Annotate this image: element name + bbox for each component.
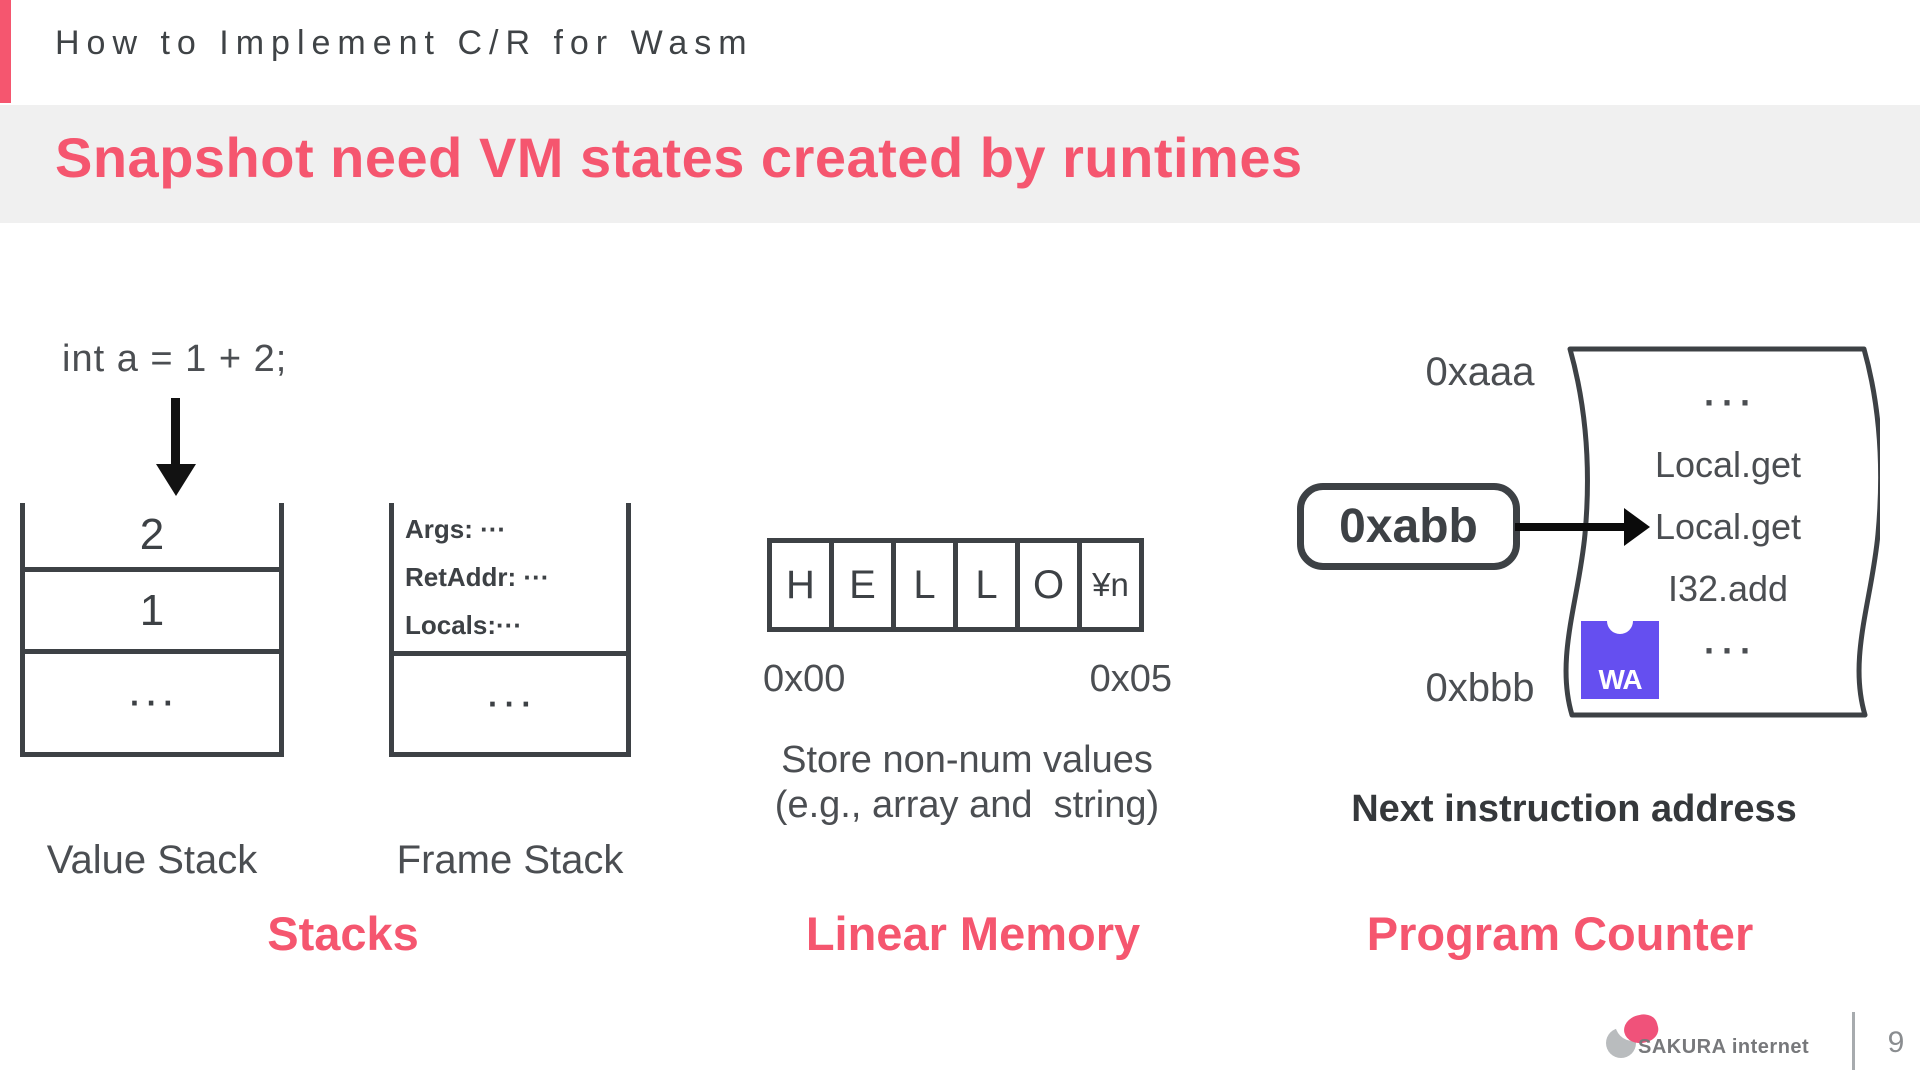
memory-cell: L (953, 538, 1020, 632)
frame-stack-field-locals: Locals:··· (405, 610, 522, 640)
instruction-ellipsis: ··· (1704, 630, 1758, 671)
webassembly-logo-text: WA (1598, 664, 1642, 695)
memory-address-start: 0x00 (763, 658, 846, 700)
value-stack-cell: 1 (25, 572, 279, 654)
slide-header-title: How to Implement C/R for Wasm (55, 24, 754, 62)
down-arrow-head-icon (156, 464, 196, 496)
frame-stack-field-args: Args: ··· (405, 514, 507, 544)
frame-stack-label: Frame Stack (396, 838, 624, 882)
title-band: Snapshot need VM states created by runti… (0, 105, 1920, 223)
instruction-ellipsis: ··· (1704, 382, 1758, 423)
frame-stack: Args: ··· RetAddr: ··· Locals:··· ··· (389, 503, 631, 757)
pc-address-top: 0xaaa (1425, 350, 1535, 394)
pc-arrow-icon (1515, 523, 1627, 531)
sakura-internet-logo-icon (1606, 1005, 1662, 1062)
footer-divider (1852, 1012, 1855, 1070)
section-label-program-counter: Program Counter (1366, 907, 1754, 960)
value-stack-cell-ellipsis: ··· (130, 684, 180, 721)
memory-caption-line1: Store non-num values (781, 739, 1153, 781)
section-label-stacks: Stacks (267, 907, 419, 960)
value-stack: 2 1 ··· (20, 503, 284, 757)
section-label-linear-memory: Linear Memory (805, 907, 1141, 960)
memory-cell: O (1015, 538, 1082, 632)
webassembly-logo-icon: WA (1581, 608, 1659, 699)
webassembly-logo-notch (1607, 608, 1633, 634)
instruction: I32.add (1667, 568, 1789, 609)
value-stack-label: Value Stack (46, 838, 258, 882)
memory-caption: Store non-num values(e.g., array and str… (742, 738, 1192, 828)
memory-address-end: 0x05 (1089, 658, 1172, 700)
brand-text: SAKURA internet (1638, 1036, 1810, 1058)
linear-memory-row: H E L L O ¥n (767, 538, 1144, 632)
memory-caption-line2: (e.g., array and string) (774, 784, 1160, 826)
frame-stack-field-retaddr: RetAddr: ··· (405, 562, 550, 592)
pc-arrow-head-icon (1624, 508, 1650, 546)
pc-caption: Next instruction address (1351, 788, 1797, 830)
frame-stack-cell-ellipsis: ··· (488, 685, 538, 722)
pc-value-box: 0xabb (1297, 483, 1520, 570)
memory-cell: H (767, 538, 834, 632)
code-snippet: int a = 1 + 2; (62, 338, 288, 380)
value-stack-cell: 2 (25, 503, 279, 572)
page-number: 9 (1887, 1026, 1905, 1059)
memory-cell-newline: ¥n (1077, 538, 1144, 632)
accent-bar (0, 0, 11, 103)
slide-title: Snapshot need VM states created by runti… (55, 126, 1303, 189)
instruction-list: ··· Local.get Local.get I32.add ··· (1608, 372, 1848, 682)
instruction: Local.get (1654, 444, 1802, 485)
pc-address-bottom: 0xbbb (1425, 666, 1535, 710)
frame-stack-fields: Args: ··· RetAddr: ··· Locals:··· (394, 503, 626, 656)
down-arrow-icon (171, 398, 180, 466)
memory-cell: E (829, 538, 896, 632)
instruction-current: Local.get (1654, 506, 1802, 547)
memory-cell: L (891, 538, 958, 632)
